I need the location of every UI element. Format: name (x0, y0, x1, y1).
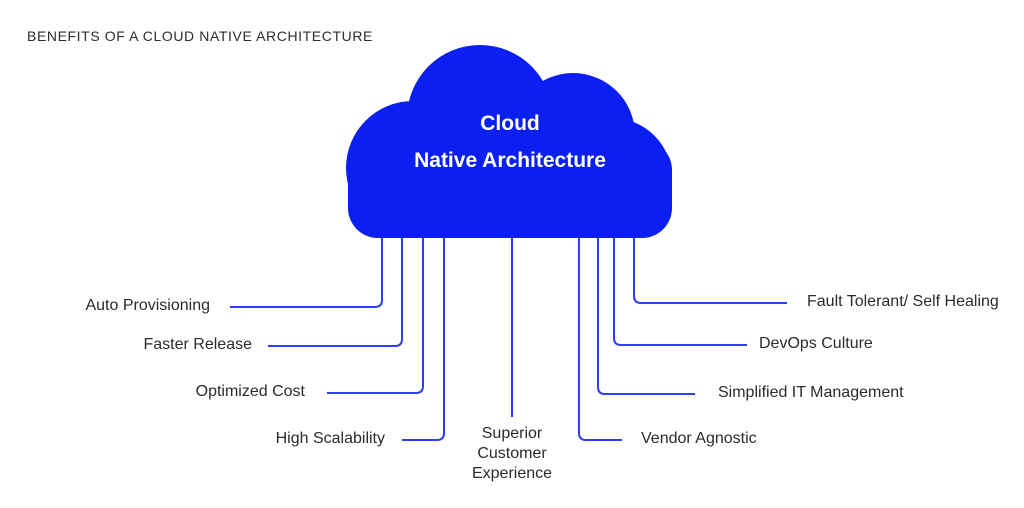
benefit-label-vendor-agnostic: Vendor Agnostic (641, 430, 757, 447)
connector-vendor-agnostic (578, 230, 622, 441)
connector-optimized-cost (327, 230, 424, 394)
connector-fault-tolerant (633, 230, 787, 304)
connector-group (230, 230, 787, 441)
connector-simplified-it-management (597, 230, 695, 395)
cloud-title: Cloud Native Architecture (340, 105, 680, 179)
connector-auto-provisioning (230, 230, 383, 308)
cloud: Cloud Native Architecture (340, 42, 680, 238)
cloud-shape-group (346, 45, 672, 238)
benefit-label-simplified-it-management: Simplified IT Management (718, 384, 904, 401)
benefit-label-auto-provisioning: Auto Provisioning (85, 297, 210, 314)
benefit-label-optimized-cost: Optimized Cost (195, 383, 305, 400)
cloud-title-line2: Native Architecture (414, 149, 606, 172)
page-title: BENEFITS OF A CLOUD NATIVE ARCHITECTURE (27, 28, 373, 44)
connector-faster-release (268, 230, 403, 347)
cloud-shape (346, 45, 672, 238)
cloud-title-line1: Cloud (480, 112, 540, 135)
benefit-label-devops-culture: DevOps Culture (759, 335, 873, 352)
benefit-label-faster-release: Faster Release (143, 336, 253, 353)
benefit-label-fault-tolerant: Fault Tolerant/ Self Healing (807, 293, 999, 310)
connector-devops-culture (613, 230, 747, 346)
connector-high-scalability (402, 230, 445, 441)
benefit-label-high-scalability: High Scalability (275, 430, 385, 447)
benefit-label-superior-customer-experience: Superior Customer Experience (471, 425, 553, 482)
